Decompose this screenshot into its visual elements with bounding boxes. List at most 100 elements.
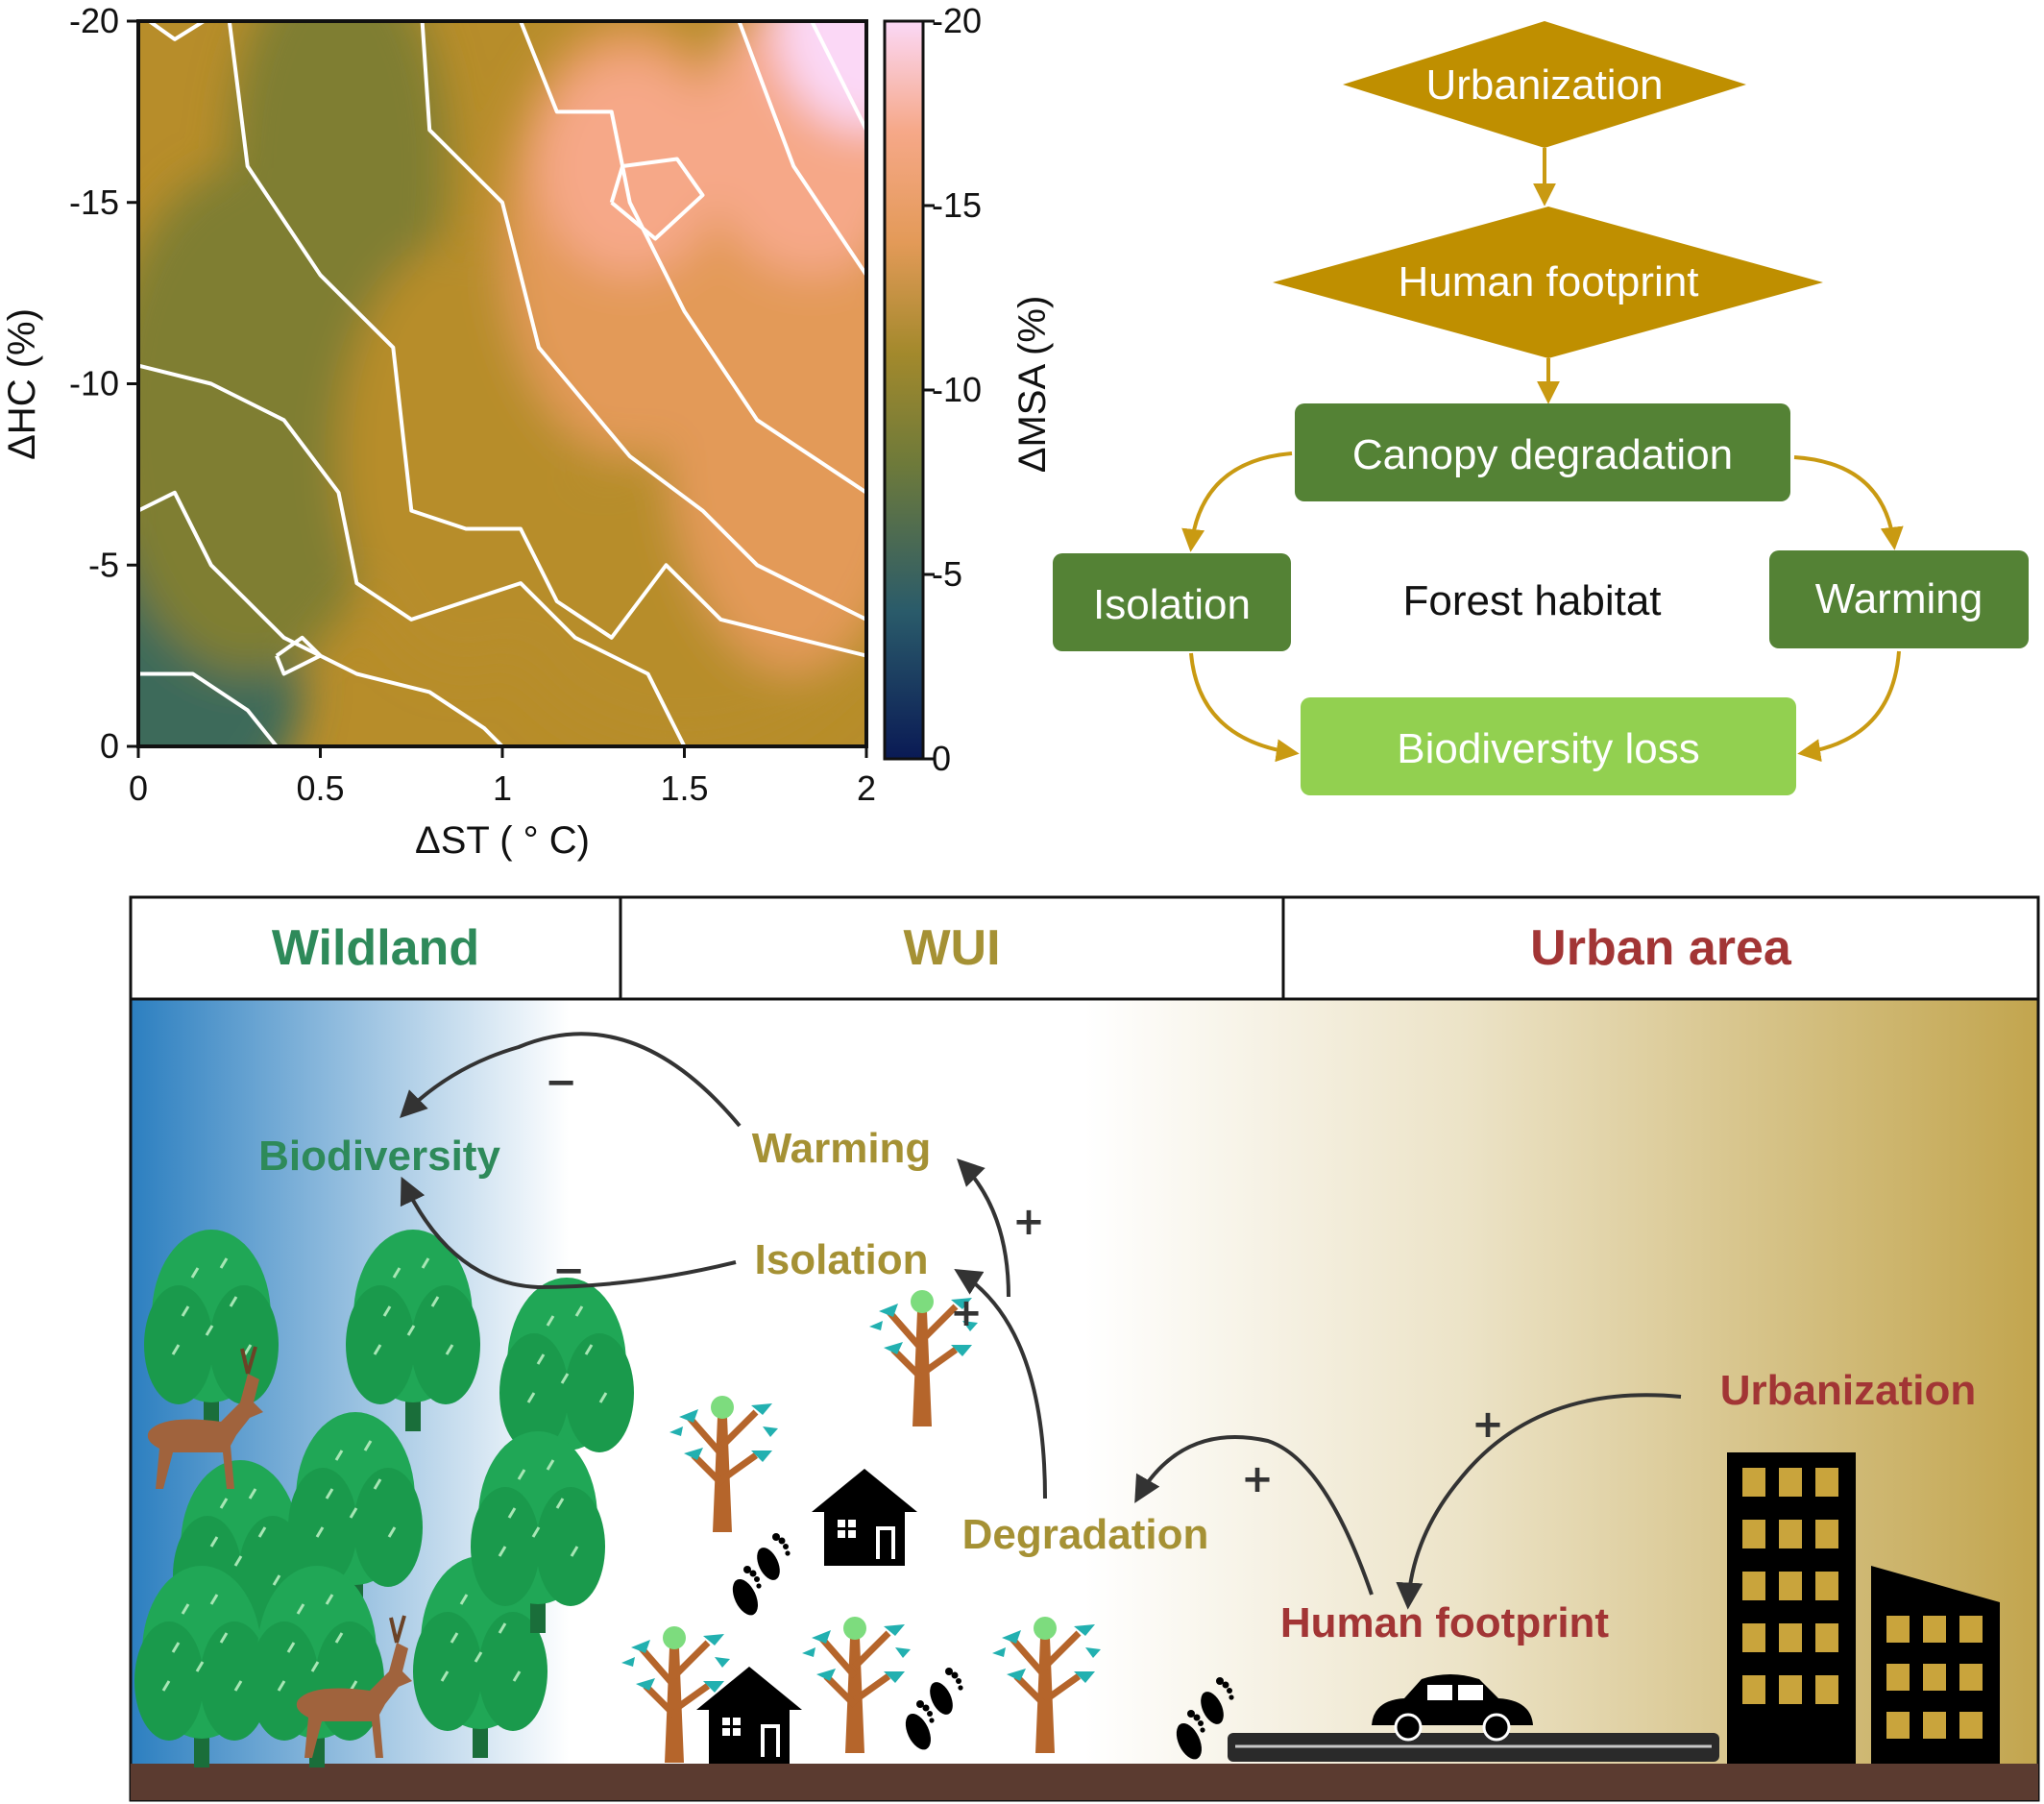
- y-tick-label: -15: [69, 183, 119, 222]
- heatmap-blob: [666, 166, 866, 674]
- biodiversity-loss-label: Biodiversity loss: [1397, 725, 1699, 772]
- contour-line: [810, 21, 866, 132]
- urbanization-diamond: [1343, 21, 1746, 148]
- building-window: [1886, 1616, 1910, 1643]
- arrow-urbanization-footprint: [1396, 1393, 1682, 1610]
- building-window: [1815, 1520, 1838, 1548]
- forest-habitat-label: Forest habitat: [1402, 577, 1661, 624]
- arrow-to-warming: [957, 1158, 1010, 1298]
- colorbar: [883, 19, 925, 761]
- colorbar-tick-label: -15: [932, 185, 982, 225]
- minus-sign-bottom: −: [552, 1249, 585, 1293]
- flowchart-panel: Urbanization Human footprint Canopy degr…: [1053, 21, 2029, 795]
- biodiversity-loss-box: [1301, 697, 1796, 795]
- building-window: [1779, 1520, 1802, 1548]
- arrow-canopy-isolation: [1181, 451, 1293, 552]
- building-window: [1815, 1572, 1838, 1600]
- building-window: [1886, 1712, 1910, 1739]
- warming-box: [1769, 550, 2029, 648]
- human-footprint-scene-label: Human footprint: [1280, 1599, 1610, 1646]
- building-window: [1779, 1675, 1802, 1704]
- y-tick-label: -10: [69, 364, 119, 403]
- building-window: [1779, 1572, 1802, 1600]
- building-window: [1815, 1468, 1838, 1497]
- building-window: [1815, 1675, 1838, 1704]
- building-window: [1742, 1572, 1765, 1600]
- arrow-isolation-biodiversity: [400, 1176, 737, 1290]
- contour-line: [148, 21, 206, 41]
- building-window: [1959, 1664, 1983, 1691]
- x-tick-label: 1.5: [660, 768, 708, 808]
- y-tick-label: 0: [100, 726, 119, 766]
- human-footprint-label: Human footprint: [1398, 258, 1698, 305]
- plus-sign-urban: +: [1472, 1402, 1504, 1447]
- plus-sign-warming: +: [1012, 1200, 1045, 1244]
- heatmap-blob: [775, 21, 866, 131]
- contour-line: [227, 21, 866, 658]
- plus-sign-isolation: +: [950, 1291, 983, 1335]
- arrow-footprint-degradation: [1134, 1435, 1374, 1596]
- building-window: [1742, 1675, 1765, 1704]
- arrow-warming-biodiversity: [400, 1032, 742, 1128]
- colorbar-title: ΔMSA (%): [1011, 296, 1054, 474]
- zone-header: [129, 895, 2040, 1001]
- y-axis-title: ΔHC (%): [1, 308, 43, 460]
- isolation-box: [1053, 553, 1291, 651]
- biodiversity-label: Biodiversity: [258, 1133, 500, 1180]
- colorbar-tick-label: 0: [932, 739, 951, 778]
- contour-line: [138, 671, 279, 746]
- building-window: [1742, 1623, 1765, 1652]
- contour-line: [420, 21, 866, 622]
- contour-line: [609, 157, 705, 241]
- zone-urban-area: Urban area: [1530, 920, 1792, 976]
- building-window: [1779, 1623, 1802, 1652]
- building-window: [1742, 1520, 1765, 1548]
- human-footprint-diamond: [1273, 207, 1823, 358]
- zone-wui: WUI: [903, 920, 1000, 976]
- x-tick-label: 1: [493, 768, 512, 808]
- heatmap-blob: [138, 673, 201, 746]
- ground-strip: [131, 1764, 2038, 1800]
- x-axis-title: ΔST ( ° C): [415, 819, 590, 862]
- colorbar-tick-label: -5: [932, 554, 962, 594]
- plus-sign-degradation: +: [1241, 1457, 1274, 1501]
- contour-lines: [138, 21, 866, 746]
- arrow-warming-biodiversity: [1797, 650, 1901, 763]
- isolation-label: Isolation: [1093, 581, 1251, 628]
- building-window: [1923, 1712, 1946, 1739]
- y-tick-label: -5: [88, 545, 119, 584]
- y-tick-label: -20: [69, 1, 119, 40]
- building-window: [1886, 1664, 1910, 1691]
- contour-line: [275, 635, 323, 676]
- building-window: [1959, 1616, 1983, 1643]
- degradation-scene-label: Degradation: [962, 1511, 1209, 1558]
- building-icon: [1871, 1566, 2000, 1764]
- building-window: [1923, 1616, 1946, 1643]
- y-axis: -20 -15 -10 -5 0: [69, 1, 138, 766]
- canopy-degradation-label: Canopy degradation: [1352, 431, 1733, 478]
- building-icon: [1727, 1452, 1856, 1764]
- car-icon: [1372, 1674, 1533, 1742]
- canopy-degradation-box: [1295, 403, 1790, 501]
- contour-line: [737, 21, 866, 277]
- zone-wildland: Wildland: [272, 920, 479, 976]
- warming-scene-label: Warming: [752, 1125, 932, 1172]
- urbanization-scene-label: Urbanization: [1720, 1367, 1976, 1414]
- building-window: [1923, 1664, 1946, 1691]
- x-tick-label: 0: [129, 768, 148, 808]
- building-window: [1815, 1623, 1838, 1652]
- landscape-panel: Wildland WUI Urban area: [129, 895, 2040, 1802]
- colorbar-axis: -20-15-10-50: [923, 1, 982, 778]
- contour-line: [138, 363, 687, 746]
- isolation-scene-label: Isolation: [755, 1236, 929, 1283]
- arrow-canopy-warming: [1793, 455, 1904, 550]
- minus-sign-top: −: [545, 1060, 577, 1105]
- building-window: [1779, 1468, 1802, 1497]
- arrow-isolation-biodiversity: [1189, 652, 1300, 763]
- x-tick-label: 0.5: [296, 768, 344, 808]
- building-window: [1742, 1468, 1765, 1497]
- urbanization-label: Urbanization: [1425, 61, 1663, 109]
